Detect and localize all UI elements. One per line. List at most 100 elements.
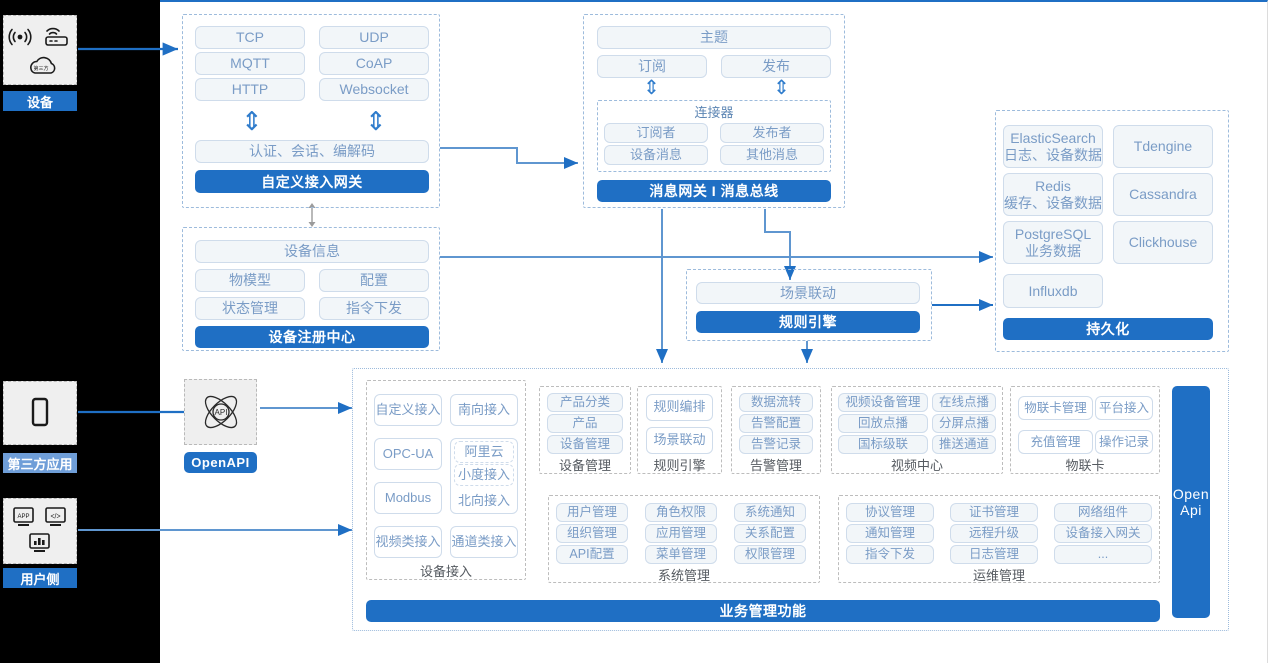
access-chip-aliyun[interactable]: 阿里云 (454, 441, 514, 463)
device-registry-title-bar: 设备注册中心 (195, 326, 429, 348)
video-chip-device-mgmt[interactable]: 视频设备管理 (838, 393, 928, 412)
protocol-chip-coap[interactable]: CoAP (319, 52, 429, 75)
persistence-chip-cassandra[interactable]: Cassandra (1113, 173, 1213, 216)
devmgmt-chip-product[interactable]: 产品 (547, 414, 623, 433)
rule-chip-scene[interactable]: 场景联动 (646, 427, 713, 454)
rule-chip-orchestration[interactable]: 规则编排 (646, 394, 713, 421)
registry-device-info-chip[interactable]: 设备信息 (195, 240, 429, 263)
business-functions-group (352, 368, 1229, 631)
subscribe-chip[interactable]: 订阅 (597, 55, 707, 78)
persistence-chip-clickhouse[interactable]: Clickhouse (1113, 221, 1213, 264)
persistence-chip-name: ElasticSearch (1010, 130, 1096, 147)
iot-card-column (1010, 386, 1160, 474)
rule-engine-column (637, 386, 722, 474)
iotcard-chip-platform-access[interactable]: 平台接入 (1095, 396, 1153, 420)
devmgmt-chip-device-management[interactable]: 设备管理 (547, 435, 623, 454)
sysmgmt-chip-role[interactable]: 角色权限 (645, 503, 717, 522)
iotcard-chip-operation-log[interactable]: 操作记录 (1095, 430, 1153, 454)
connector-chip-publisher[interactable]: 发布者 (720, 123, 824, 143)
system-management-column-label: 系统管理 (657, 567, 710, 583)
access-chip-custom[interactable]: 自定义接入 (374, 394, 442, 426)
ops-chip-certificate[interactable]: 证书管理 (950, 503, 1038, 522)
video-chip-online[interactable]: 在线点播 (932, 393, 996, 412)
openapi-side-line2: Api (1180, 502, 1202, 518)
publish-chip[interactable]: 发布 (721, 55, 831, 78)
third-party-app-label: 第三方应用 (3, 453, 77, 473)
persistence-chip-postgresql[interactable]: PostgreSQL 业务数据 (1003, 221, 1103, 264)
device-management-column-label: 设备管理 (558, 457, 611, 473)
access-chip-modbus[interactable]: Modbus (374, 482, 442, 514)
connector-group (597, 100, 831, 172)
video-chip-split-screen[interactable]: 分屏点播 (932, 414, 996, 433)
protocol-chip-tcp[interactable]: TCP (195, 26, 305, 49)
access-chip-southbound[interactable]: 南向接入 (450, 394, 518, 426)
iot-card-column-label: 物联卡 (1065, 457, 1105, 473)
iotcard-chip-recharge[interactable]: 充值管理 (1018, 430, 1093, 454)
device-management-column (539, 386, 631, 474)
persistence-chip-elasticsearch[interactable]: ElasticSearch 日志、设备数据 (1003, 125, 1103, 168)
registry-chip-thing-model[interactable]: 物模型 (195, 269, 305, 292)
access-chip-channel[interactable]: 通道类接入 (450, 526, 518, 558)
device-registry-group (182, 227, 440, 351)
persistence-chip-name: Redis (1035, 178, 1071, 195)
sysmgmt-chip-user[interactable]: 用户管理 (556, 503, 628, 522)
connector-chip-subscriber[interactable]: 订阅者 (604, 123, 708, 143)
ops-chip-device-gateway[interactable]: 设备接入网关 (1054, 524, 1152, 543)
access-gateway-group (182, 14, 440, 208)
protocol-chip-http[interactable]: HTTP (195, 78, 305, 101)
topic-chip[interactable]: 主题 (597, 26, 831, 49)
openapi-label: OpenAPI (184, 452, 257, 473)
registry-chip-state-mgmt[interactable]: 状态管理 (195, 297, 305, 320)
iotcard-chip-mgmt[interactable]: 物联卡管理 (1018, 396, 1093, 420)
bus-updown-arrow-left-icon: ⇕ (643, 77, 660, 99)
sysmgmt-chip-api[interactable]: API配置 (556, 545, 628, 564)
persistence-chip-redis[interactable]: Redis 缓存、设备数据 (1003, 173, 1103, 216)
access-chip-video[interactable]: 视频类接入 (374, 526, 442, 558)
access-chip-opcua[interactable]: OPC-UA (374, 438, 442, 470)
video-chip-push-channel[interactable]: 推送通道 (932, 435, 996, 454)
connector-title: 连接器 (694, 104, 734, 120)
alarm-management-column (731, 386, 821, 474)
rule-engine-scene-chip[interactable]: 场景联动 (696, 282, 920, 304)
registry-chip-config[interactable]: 配置 (319, 269, 429, 292)
video-chip-playback[interactable]: 回放点播 (838, 414, 928, 433)
sysmgmt-chip-notice[interactable]: 系统通知 (734, 503, 806, 522)
svg-text:API: API (214, 408, 227, 417)
ops-chip-more[interactable]: ... (1054, 545, 1152, 564)
sysmgmt-chip-menu[interactable]: 菜单管理 (645, 545, 717, 564)
ops-chip-command[interactable]: 指令下发 (846, 545, 934, 564)
persistence-chip-tdengine[interactable]: Tdengine (1113, 125, 1213, 168)
access-chip-xiaodu[interactable]: 小度接入 (454, 464, 514, 486)
ops-chip-ota[interactable]: 远程升级 (950, 524, 1038, 543)
ops-management-column (838, 495, 1160, 583)
openapi-icon-box: API (184, 379, 257, 445)
device-access-column-label: 设备接入 (419, 563, 472, 579)
protocol-chip-udp[interactable]: UDP (319, 26, 429, 49)
connector-chip-other-message[interactable]: 其他消息 (720, 145, 824, 165)
connector-chip-device-message[interactable]: 设备消息 (604, 145, 708, 165)
protocol-chip-mqtt[interactable]: MQTT (195, 52, 305, 75)
openapi-side-bar[interactable]: Open Api (1172, 386, 1210, 618)
svg-text:APP: APP (17, 514, 29, 520)
video-chip-gb-cascade[interactable]: 国标级联 (838, 435, 928, 454)
registry-chip-command-dispatch[interactable]: 指令下发 (319, 297, 429, 320)
alarm-chip-config[interactable]: 告警配置 (739, 414, 813, 433)
sysmgmt-chip-org[interactable]: 组织管理 (556, 524, 628, 543)
ops-chip-protocol[interactable]: 协议管理 (846, 503, 934, 522)
third-party-app-icon-box (3, 381, 77, 445)
sysmgmt-chip-app[interactable]: 应用管理 (645, 524, 717, 543)
device-label: 设备 (3, 91, 77, 111)
device-icon-box: 第三方 (3, 15, 77, 85)
sysmgmt-chip-relation[interactable]: 关系配置 (734, 524, 806, 543)
alarm-chip-records[interactable]: 告警记录 (739, 435, 813, 454)
devmgmt-chip-product-category[interactable]: 产品分类 (547, 393, 623, 412)
protocol-chip-websocket[interactable]: Websocket (319, 78, 429, 101)
persistence-chip-influxdb[interactable]: Influxdb (1003, 274, 1103, 308)
ops-chip-network-component[interactable]: 网络组件 (1054, 503, 1152, 522)
sysmgmt-chip-permission[interactable]: 权限管理 (734, 545, 806, 564)
user-side-icon-box: APP </> (3, 498, 77, 564)
alarm-chip-data-flow[interactable]: 数据流转 (739, 393, 813, 412)
ops-chip-notification[interactable]: 通知管理 (846, 524, 934, 543)
gateway-middle-chip[interactable]: 认证、会话、编解码 (195, 140, 429, 163)
ops-chip-log[interactable]: 日志管理 (950, 545, 1038, 564)
